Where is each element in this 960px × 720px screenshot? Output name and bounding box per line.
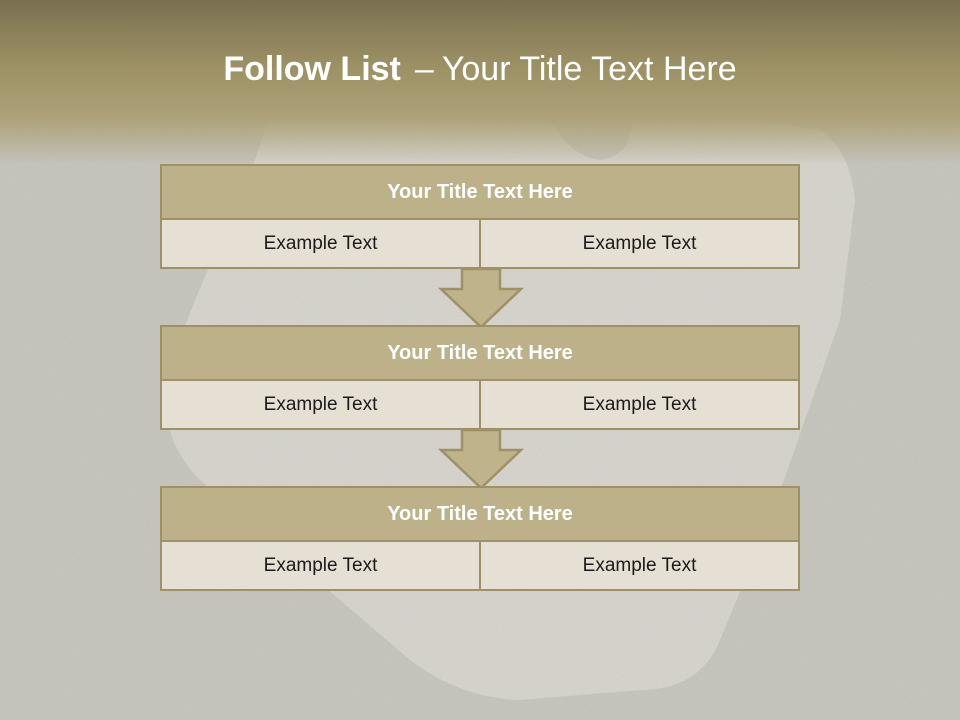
down-arrow-icon — [437, 428, 525, 490]
step-block-3: Your Title Text Here Example Text Exampl… — [160, 486, 800, 591]
step-row: Example Text Example Text — [160, 218, 800, 269]
step-cell-left: Example Text — [160, 379, 481, 430]
slide-title: Follow List–Your Title Text Here — [0, 50, 960, 89]
header-band — [0, 0, 960, 165]
step-title: Your Title Text Here — [160, 164, 800, 220]
step-cell-left: Example Text — [160, 540, 481, 591]
step-block-2: Your Title Text Here Example Text Exampl… — [160, 325, 800, 430]
step-cell-right: Example Text — [479, 218, 800, 269]
slide-title-rest: Your Title Text Here — [441, 50, 737, 88]
down-arrow-icon — [437, 267, 525, 329]
step-row: Example Text Example Text — [160, 379, 800, 430]
step-title: Your Title Text Here — [160, 486, 800, 542]
step-title: Your Title Text Here — [160, 325, 800, 381]
step-row: Example Text Example Text — [160, 540, 800, 591]
step-cell-right: Example Text — [479, 540, 800, 591]
step-block-1: Your Title Text Here Example Text Exampl… — [160, 164, 800, 269]
step-cell-right: Example Text — [479, 379, 800, 430]
slide-title-separator: – — [414, 50, 434, 88]
slide-title-bold: Follow List — [223, 50, 401, 88]
step-cell-left: Example Text — [160, 218, 481, 269]
